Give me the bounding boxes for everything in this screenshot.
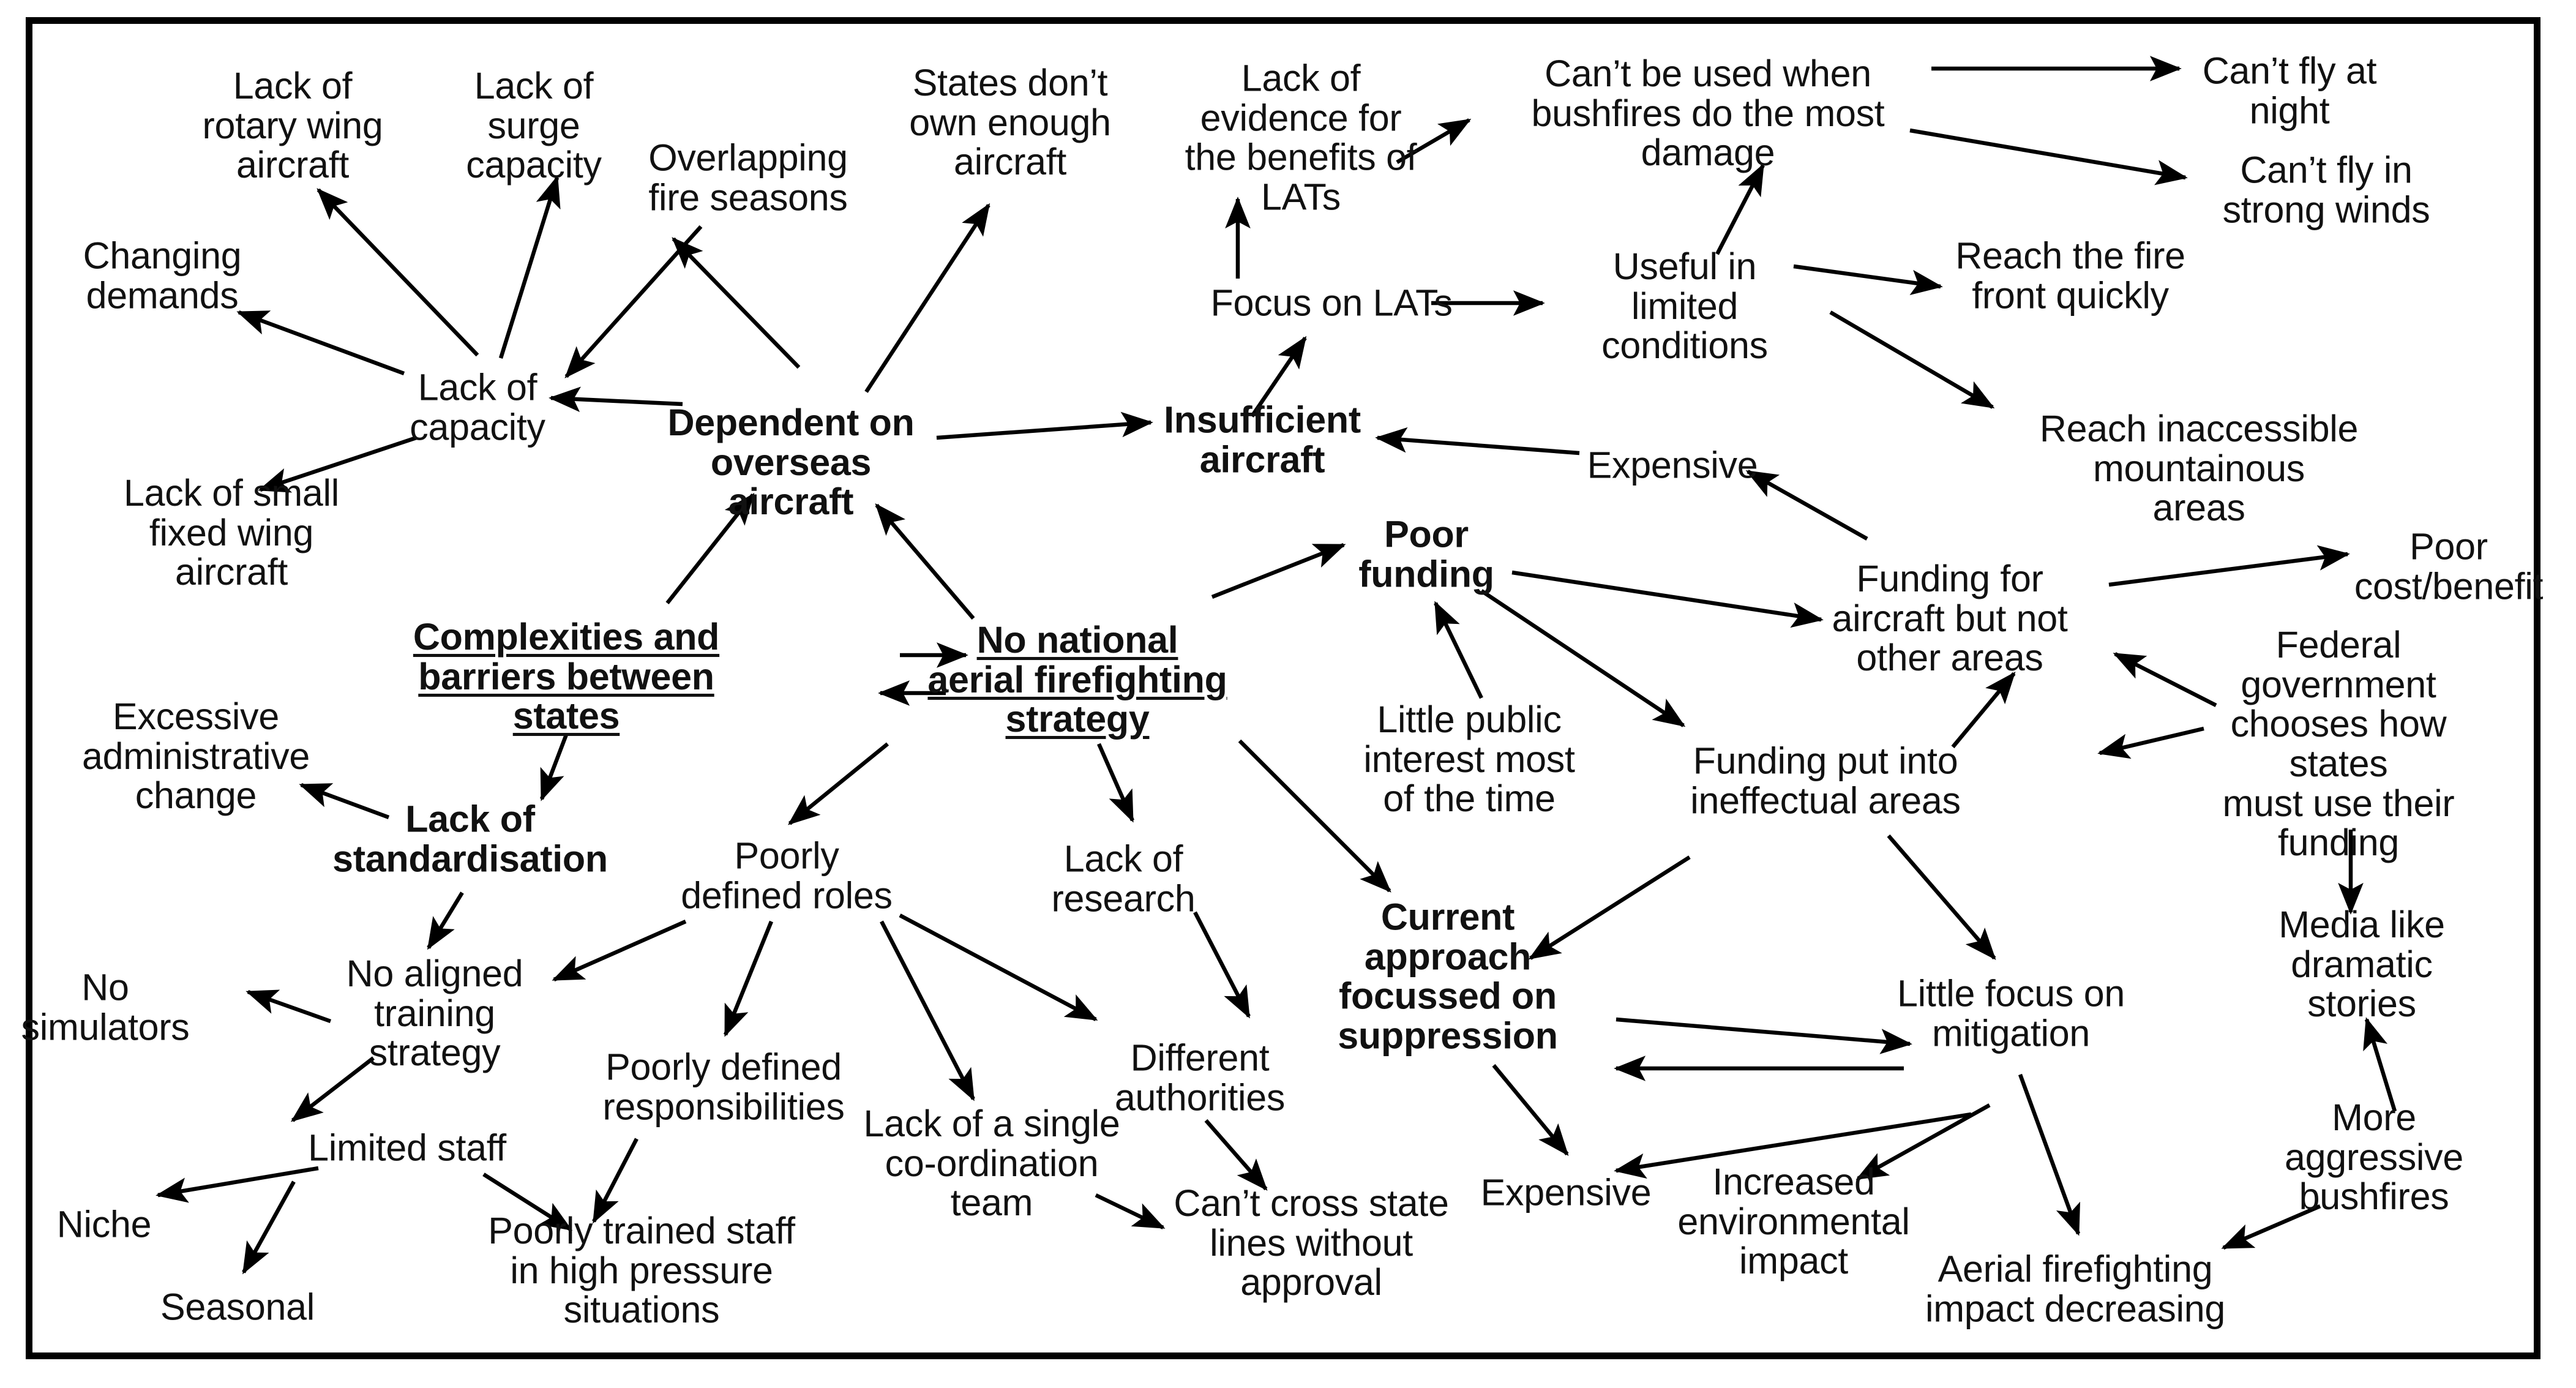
node-expensive2: Expensive <box>1480 1171 1652 1214</box>
node-evidence: Lack of evidence for the benefits of LAT… <box>1185 57 1417 218</box>
node-excessive: Excessive administrative change <box>81 696 310 817</box>
node-poorfunding: Poor funding <box>1358 513 1494 595</box>
node-flywinds: Can’t fly in strong winds <box>2222 149 2430 230</box>
node-currentapp: Current approach focussed on suppression <box>1338 896 1558 1057</box>
node-littlefocus: Little focus on mitigation <box>1897 972 2125 1054</box>
node-smallfixed: Lack of small fixed wing aircraft <box>123 472 340 593</box>
node-flynight: Can’t fly at night <box>2202 50 2377 131</box>
node-statesown: States don’t own enough aircraft <box>909 62 1111 183</box>
node-littlepublic: Little public interest most of the time <box>1363 699 1575 820</box>
node-lackstd: Lack of standardisation <box>332 798 608 879</box>
node-nosim: No simulators <box>21 966 190 1048</box>
node-focuslats: Focus on LATs <box>1210 282 1453 324</box>
node-limitedstaff: Limited staff <box>308 1127 506 1169</box>
node-medialike: Media like dramatic stories <box>2278 904 2445 1025</box>
node-aerialdec: Aerial firefighting impact decreasing <box>1925 1248 2225 1329</box>
node-poorlytrained: Poorly trained staff in high pressure si… <box>488 1210 795 1331</box>
node-lackcap: Lack of capacity <box>410 366 545 448</box>
node-reachfire: Reach the fire front quickly <box>1955 234 2185 316</box>
node-lackresearch: Lack of research <box>1051 838 1196 919</box>
node-surge: Lack of surge capacity <box>466 65 602 186</box>
node-nonational: No national aerial firefighting strategy <box>927 619 1227 740</box>
node-niche: Niche <box>56 1203 152 1245</box>
node-seasonal: Seasonal <box>160 1286 315 1328</box>
node-changing: Changing demands <box>83 234 242 316</box>
node-insufficient: Insufficient aircraft <box>1164 399 1361 480</box>
node-cantcross: Can’t cross state lines without approval <box>1174 1182 1449 1304</box>
node-noaligned: No aligned training strategy <box>346 953 523 1074</box>
node-moreaggr: More aggressive bushfires <box>2285 1097 2463 1218</box>
node-fundineff: Funding put into ineffectual areas <box>1690 740 1961 821</box>
node-poorlyroles: Poorly defined roles <box>681 835 893 916</box>
node-rotary: Lack of rotary wing aircraft <box>202 65 383 186</box>
node-cantuse: Can’t be used when bushfires do the most… <box>1531 53 1885 174</box>
node-fedgov: Federal government chooses how states mu… <box>2222 624 2455 864</box>
node-expensive1: Expensive <box>1587 444 1758 486</box>
node-poorcost: Poor cost/benefit <box>2354 525 2544 607</box>
node-poorlyresp: Poorly defined responsibilities <box>602 1046 845 1127</box>
node-diffauth: Different authorities <box>1114 1037 1286 1118</box>
node-usefullim: Useful in limited conditions <box>1601 246 1768 367</box>
node-fundingair: Funding for aircraft but not other areas <box>1832 558 2068 679</box>
node-complexities: Complexities and barriers between states <box>413 616 720 737</box>
node-increasedenv: Increased environmental impact <box>1677 1161 1910 1282</box>
node-lacksingle: Lack of a single co-ordination team <box>863 1103 1120 1224</box>
node-reachinacc: Reach inaccessible mountainous areas <box>2039 408 2359 529</box>
node-overlapping: Overlapping fire seasons <box>648 137 848 218</box>
node-dependent: Dependent on overseas aircraft <box>667 402 915 523</box>
